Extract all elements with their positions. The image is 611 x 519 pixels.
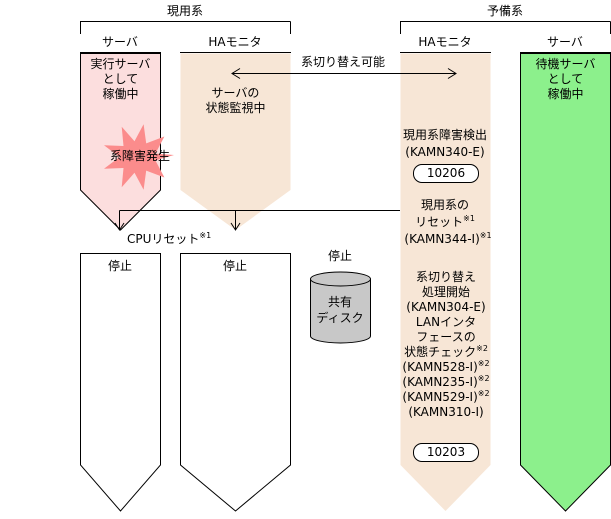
stopped-server-label: 停止 (107, 259, 133, 273)
stopped-server-lifeline (80, 253, 161, 512)
active-system-title: 現用系 (166, 4, 204, 18)
msg-note-mark: ※2 (477, 359, 490, 368)
reset-arrow (114, 210, 400, 231)
failure-label: 系障害発生 (109, 149, 171, 163)
cpu-reset-note-mark: ※1 (199, 231, 212, 240)
failure-detect-code: (KAMN340-E) (405, 145, 485, 159)
reset-code-note-mark: ※1 (479, 231, 492, 240)
reset-line1: 現用系の (420, 198, 470, 212)
switch-process-code-box: 10203 (413, 443, 479, 462)
msg-text: (KAMN529-I) (402, 390, 478, 404)
server-header-left: サーバ (102, 35, 138, 49)
stopped-monitor-lifeline (180, 253, 291, 512)
failure-burst-shape (104, 124, 174, 190)
switch-process-line: 処理開始 (421, 285, 470, 299)
msg-line: (KAMN235-I)※2 (396, 375, 496, 390)
active-monitor-lifeline (180, 53, 291, 230)
active-server-status: 実行サーバ として 稼働中 (80, 57, 161, 102)
active-server-line: として (102, 72, 139, 86)
disk-label-line2: ディスク (316, 311, 364, 325)
reset-code-text: (KAMN344-I) (404, 232, 480, 246)
state-check-note-mark: ※2 (476, 344, 488, 353)
switch-process-line: フェースの (416, 330, 476, 344)
header-underline (180, 52, 291, 53)
stopped-monitor-label: 停止 (222, 259, 248, 273)
shared-disk-shape (310, 271, 371, 344)
disk-status: 停止 (327, 249, 353, 263)
reset-note-mark: ※1 (463, 214, 475, 223)
cpu-reset-text: CPUリセット (127, 232, 200, 246)
active-monitor-status: サーバの 状態監視中 (180, 86, 291, 116)
reset-line2-text: リセット (415, 215, 464, 229)
cpu-reset-label: CPUリセット※1 (127, 232, 211, 247)
active-server-line: 実行サーバ (90, 57, 151, 71)
reset-code: (KAMN344-I)※1 (404, 232, 491, 247)
switch-process-line: (KAMN304-E) (406, 300, 486, 314)
state-check-text: 状態チェック (404, 345, 477, 359)
msg-note-mark: ※2 (477, 389, 490, 398)
reset-line2: リセット※1 (415, 215, 475, 230)
switch-process-line: LANインタ (415, 315, 477, 329)
server-header-right: サーバ (547, 35, 583, 49)
standby-server-line: 待機サーバ (535, 57, 596, 71)
disk-label-line1: 共有 (327, 295, 353, 309)
ha-monitor-header-left: HAモニタ (208, 35, 262, 49)
ha-monitor-header-right: HAモニタ (418, 35, 472, 49)
active-monitor-line: サーバの (211, 86, 260, 100)
active-monitor-line: 状態監視中 (205, 101, 266, 115)
header-underline (520, 52, 611, 53)
standby-system-title: 予備系 (486, 4, 524, 18)
msg-line: (KAMN528-I)※2 (396, 360, 496, 375)
msg-note-mark: ※2 (477, 374, 490, 383)
switchable-arrow (231, 68, 457, 79)
active-system-bracket (80, 21, 291, 34)
msg-line: (KAMN310-I) (408, 405, 484, 419)
active-server-line: 稼働中 (102, 87, 139, 101)
switch-process-block: 系切り替え 処理開始 (KAMN304-E) LANインタ フェースの 状態チェ… (396, 270, 496, 420)
standby-server-line: として (547, 72, 584, 86)
standby-system-bracket (400, 21, 611, 34)
msg-text: (KAMN528-I) (402, 360, 478, 374)
msg-text: (KAMN235-I) (402, 375, 478, 389)
failure-detect-code-box: 10206 (413, 164, 479, 183)
msg-line: (KAMN529-I)※2 (396, 390, 496, 405)
header-underline (80, 52, 161, 53)
standby-server-lifeline (520, 53, 611, 512)
switch-process-line: 系切り替え (415, 270, 476, 284)
standby-server-status: 待機サーバ として 稼働中 (520, 57, 611, 102)
state-check-line: 状態チェック※2 (396, 345, 496, 360)
failure-detect-label: 現用系障害検出 (402, 128, 488, 142)
switchable-label: 系切り替え可能 (300, 55, 386, 69)
standby-server-line: 稼働中 (547, 87, 584, 101)
header-underline (400, 52, 491, 53)
